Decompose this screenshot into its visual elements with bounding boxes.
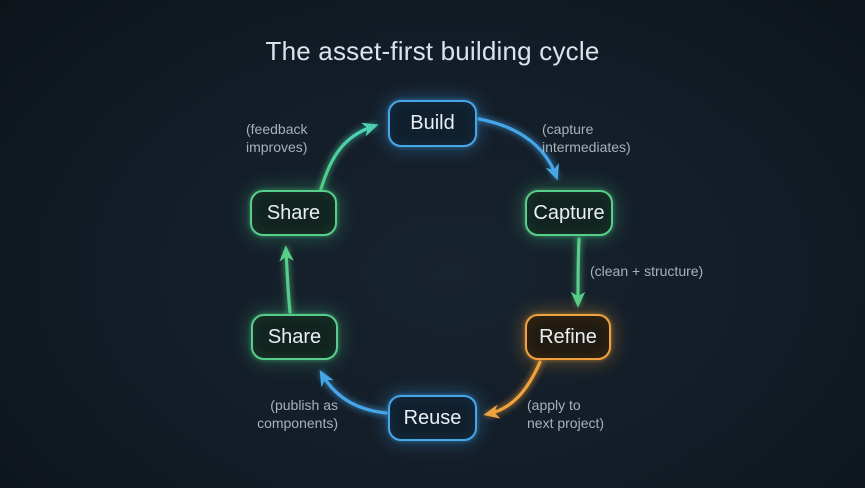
node-build[interactable]: Build bbox=[388, 100, 477, 147]
node-share-bottom[interactable]: Share bbox=[251, 314, 338, 360]
node-reuse[interactable]: Reuse bbox=[388, 395, 477, 441]
annotation-capture-intermediates: (capture intermediates) bbox=[542, 121, 631, 155]
annotation-apply-next-project: (apply to next project) bbox=[527, 397, 605, 431]
node-share-top[interactable]: Share bbox=[250, 190, 337, 236]
node-capture[interactable]: Capture bbox=[525, 190, 613, 236]
annotation-publish-components: (publish as components) bbox=[257, 397, 338, 431]
node-build-label: Build bbox=[410, 112, 455, 134]
node-refine-label: Refine bbox=[539, 325, 597, 348]
page-title: The asset-first building cycle bbox=[265, 36, 600, 66]
arrow-share-to-build bbox=[319, 122, 379, 191]
node-refine[interactable]: Refine bbox=[525, 314, 611, 360]
arrow-capture-to-refine bbox=[570, 237, 586, 308]
arrow-glow-group bbox=[282, 115, 583, 418]
node-capture-label: Capture bbox=[533, 201, 605, 224]
annotation-feedback-improves: (feedback improves) bbox=[246, 121, 308, 155]
annotation-clean-structure: (clean + structure) bbox=[590, 263, 704, 279]
node-reuse-label: Reuse bbox=[403, 406, 462, 429]
arrow-share-to-share bbox=[279, 245, 294, 314]
node-share-bottom-label: Share bbox=[267, 325, 322, 348]
node-share-top-label: Share bbox=[266, 201, 321, 224]
